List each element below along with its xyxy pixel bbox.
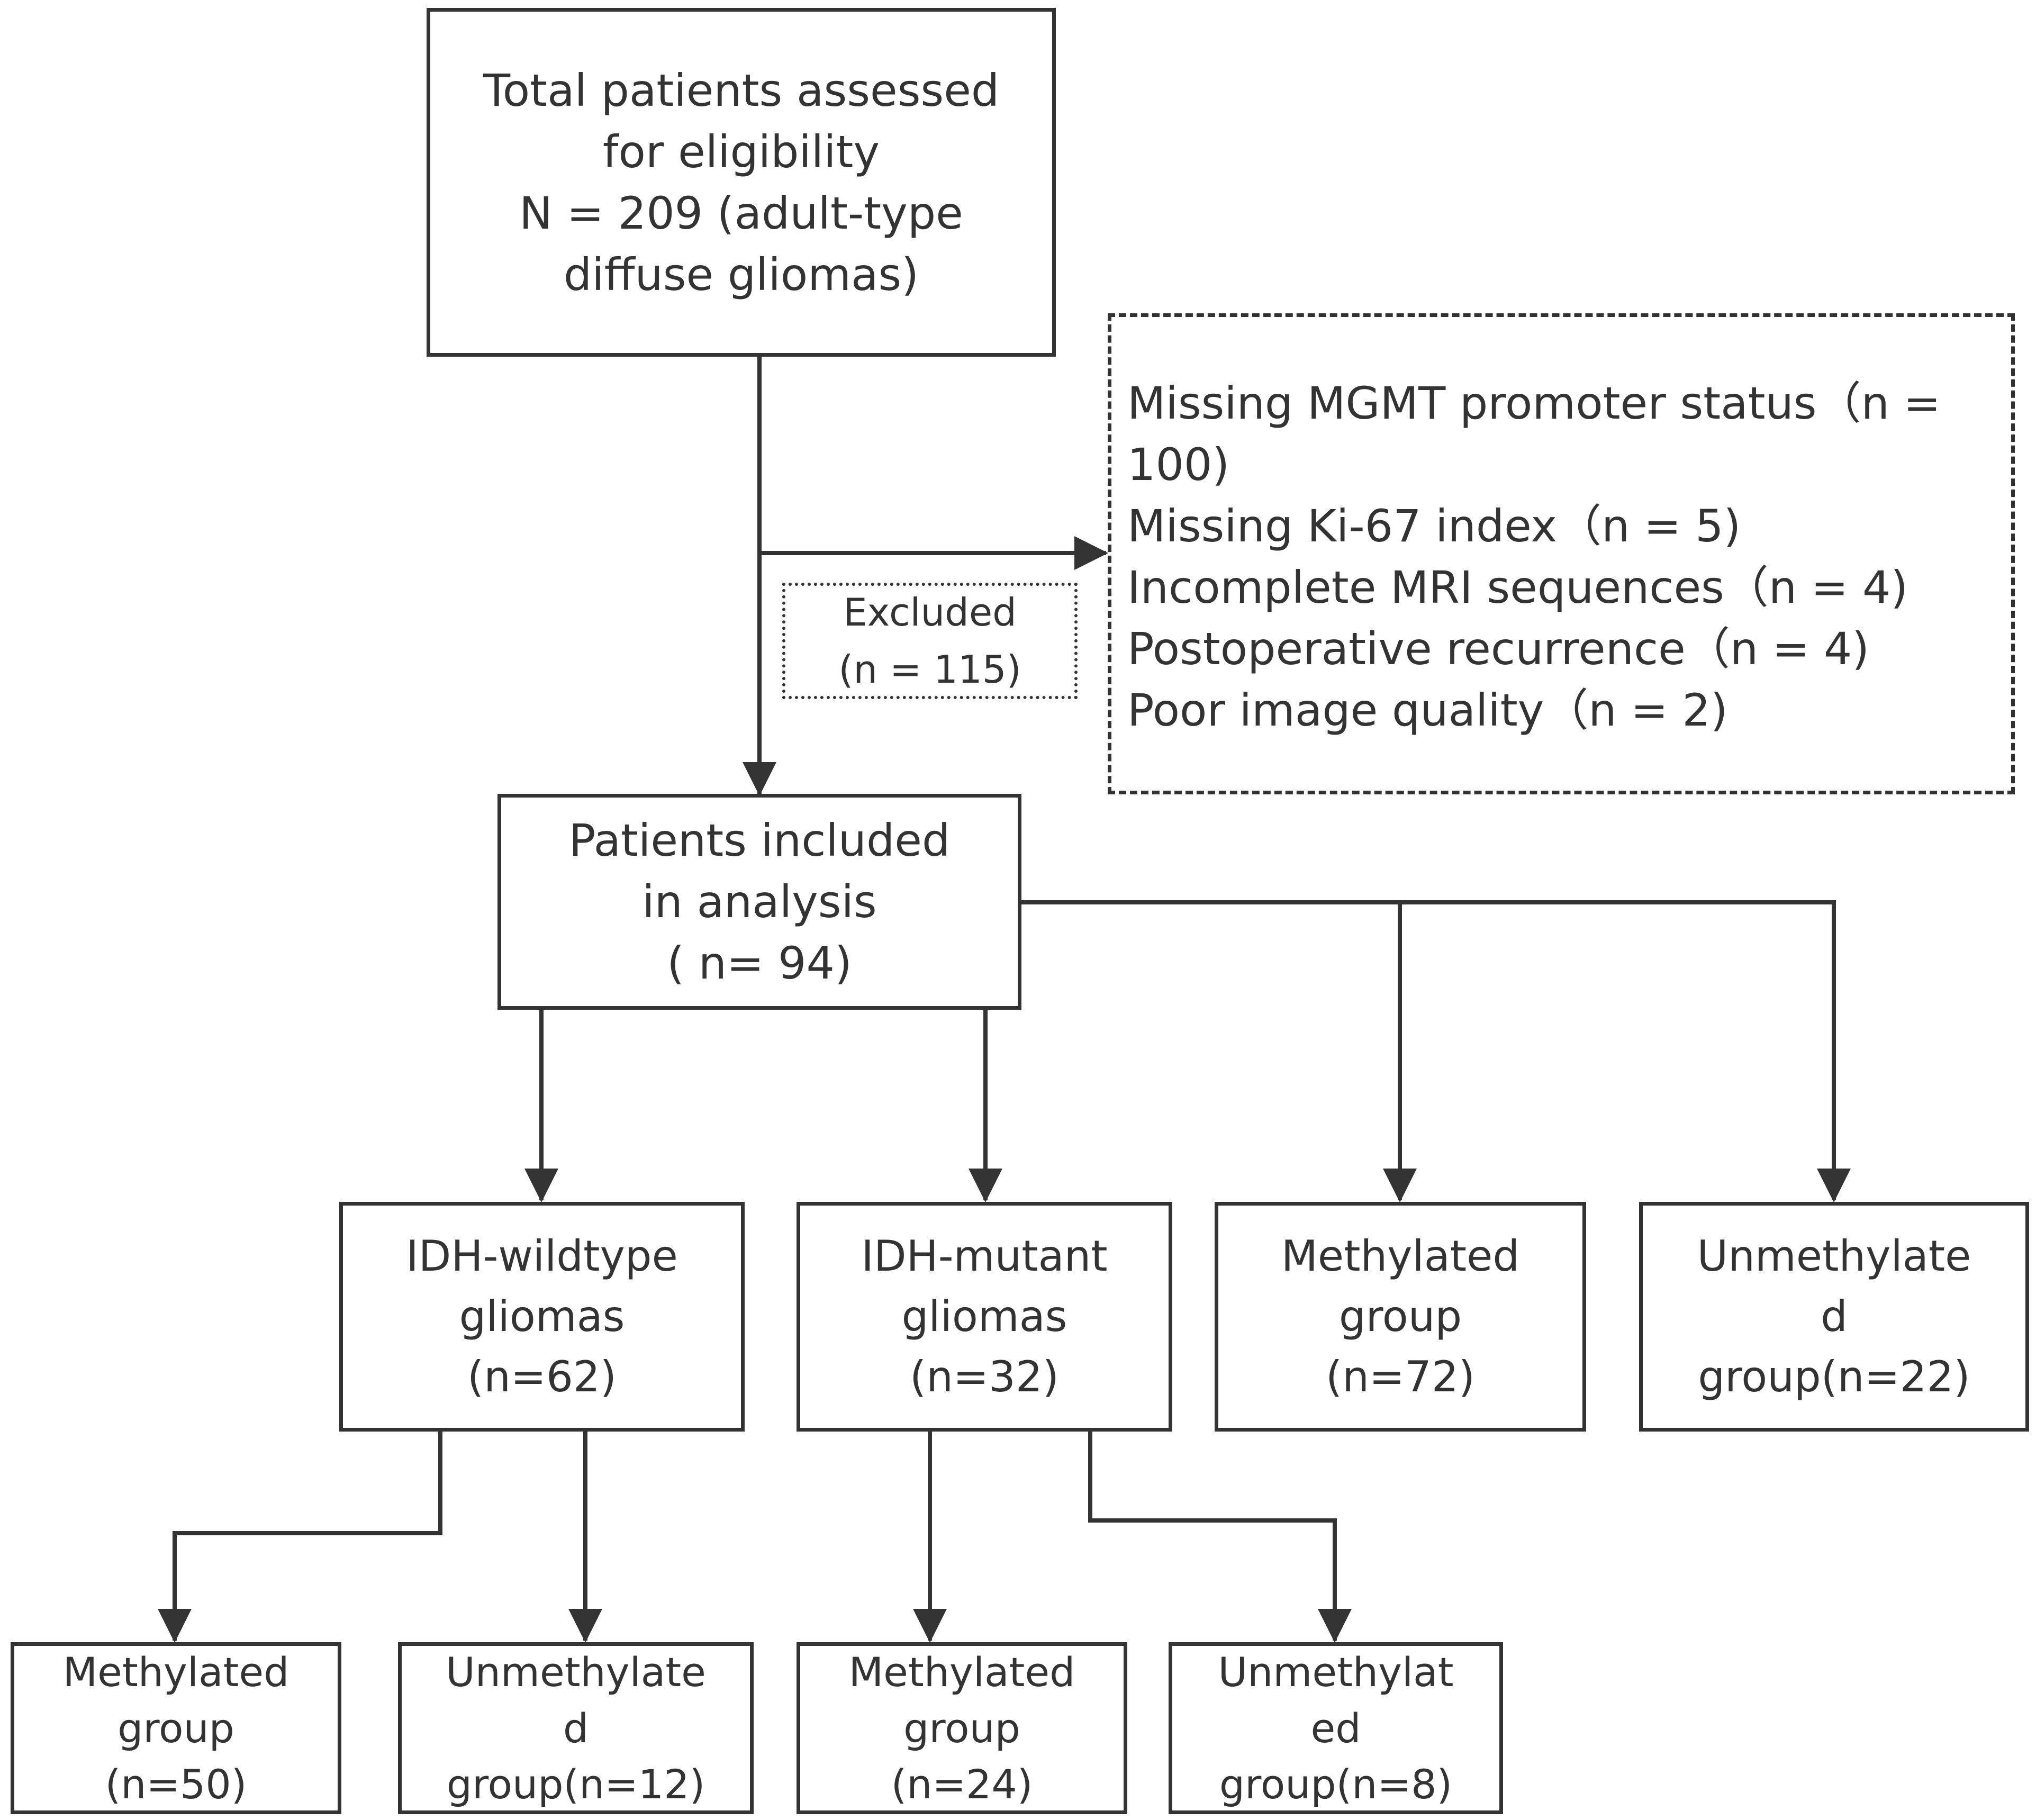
unmethylated-group-line-2: d — [1821, 1292, 1848, 1341]
methylated-group-line-3: (n=72) — [1326, 1352, 1475, 1401]
idh-mutant-box: IDH-mutant gliomas (n=32) — [797, 1202, 1172, 1432]
total-patients-box: Total patients assessed for eligibility … — [427, 8, 1056, 357]
mutant-methylated-line-2: group — [903, 1704, 1020, 1752]
unmethylated-group-line-3: group(n=22) — [1698, 1352, 1970, 1401]
wildtype-unmethylated-line-3: group(n=12) — [446, 1760, 705, 1808]
methylated-group-line-2: group — [1338, 1292, 1462, 1341]
idh-mutant-line-3: (n=32) — [910, 1352, 1059, 1401]
unmethylated-group-line-1: Unmethylate — [1697, 1232, 1971, 1281]
mutant-methylated-line-3: (n=24) — [891, 1760, 1033, 1808]
included-line-3: ( n= 94) — [667, 937, 852, 989]
idh-wildtype-line-3: (n=62) — [467, 1352, 617, 1401]
exclusion-reason-ki67: Missing Ki-67 index（n = 5) — [1127, 500, 1741, 552]
included-patients-box: Patients included in analysis ( n= 94) — [497, 794, 1021, 1010]
wildtype-methylated-box: Methylated group (n=50) — [11, 1642, 341, 1814]
arrow-to-unmethylated-group — [1400, 900, 1851, 1202]
arrow-to-methylated-group — [1021, 900, 1417, 1202]
wildtype-unmethylated-box: Unmethylate d group(n=12) — [398, 1642, 754, 1814]
idh-wildtype-line-1: IDH-wildtype — [406, 1232, 678, 1281]
exclusion-reason-mri: Incomplete MRI sequences（n = 4) — [1127, 562, 1908, 613]
excluded-box: Excluded (n = 115) — [782, 583, 1078, 699]
total-patients-line-3: N = 209 (adult-type — [519, 187, 963, 239]
methylated-group-line-1: Methylated — [1281, 1232, 1520, 1281]
arrow-to-wildtype-methylated — [158, 1430, 442, 1643]
wildtype-unmethylated-line-2: d — [563, 1704, 589, 1752]
wildtype-unmethylated-line-1: Unmethylate — [446, 1648, 706, 1696]
excluded-label: Excluded — [843, 590, 1017, 635]
exclusion-reason-mgmt: Missing MGMT promoter status（n = — [1127, 377, 1941, 429]
unmethylated-group-box: Unmethylate d group(n=22) — [1639, 1202, 2029, 1432]
wildtype-methylated-line-1: Methylated — [62, 1648, 289, 1696]
mutant-methylated-box: Methylated group (n=24) — [797, 1642, 1127, 1814]
idh-mutant-line-1: IDH-mutant — [861, 1232, 1108, 1281]
wildtype-methylated-line-2: group — [117, 1704, 234, 1752]
idh-wildtype-line-2: gliomas — [459, 1292, 625, 1341]
total-patients-line-1: Total patients assessed — [483, 64, 1000, 116]
total-patients-line-2: for eligibility — [602, 125, 880, 178]
mutant-unmethylated-line-2: ed — [1310, 1704, 1361, 1752]
exclusion-reason-mgmt-count: 100) — [1127, 439, 1230, 491]
wildtype-methylated-line-3: (n=50) — [105, 1760, 247, 1808]
exclusion-reasons-box: Missing MGMT promoter status（n = 100) Mi… — [1108, 313, 2015, 794]
included-line-2: in analysis — [642, 876, 877, 928]
excluded-count: (n = 115) — [838, 647, 1021, 692]
idh-mutant-line-2: gliomas — [901, 1292, 1067, 1341]
idh-wildtype-box: IDH-wildtype gliomas (n=62) — [339, 1202, 745, 1432]
methylated-group-box: Methylated group (n=72) — [1215, 1202, 1586, 1432]
mutant-unmethylated-line-1: Unmethylat — [1218, 1648, 1454, 1696]
exclusion-reason-recurrence: Postoperative recurrence（n = 4) — [1127, 623, 1870, 675]
mutant-unmethylated-line-3: group(n=8) — [1219, 1760, 1453, 1808]
arrow-to-mutant-unmethylated — [1088, 1430, 1352, 1643]
exclusion-reason-image-quality: Poor image quality（n = 2) — [1127, 684, 1728, 736]
total-patients-line-4: diffuse gliomas) — [563, 248, 919, 301]
mutant-methylated-line-1: Methylated — [848, 1648, 1075, 1696]
included-line-1: Patients included — [568, 814, 951, 866]
mutant-unmethylated-box: Unmethylat ed group(n=8) — [1169, 1642, 1503, 1814]
